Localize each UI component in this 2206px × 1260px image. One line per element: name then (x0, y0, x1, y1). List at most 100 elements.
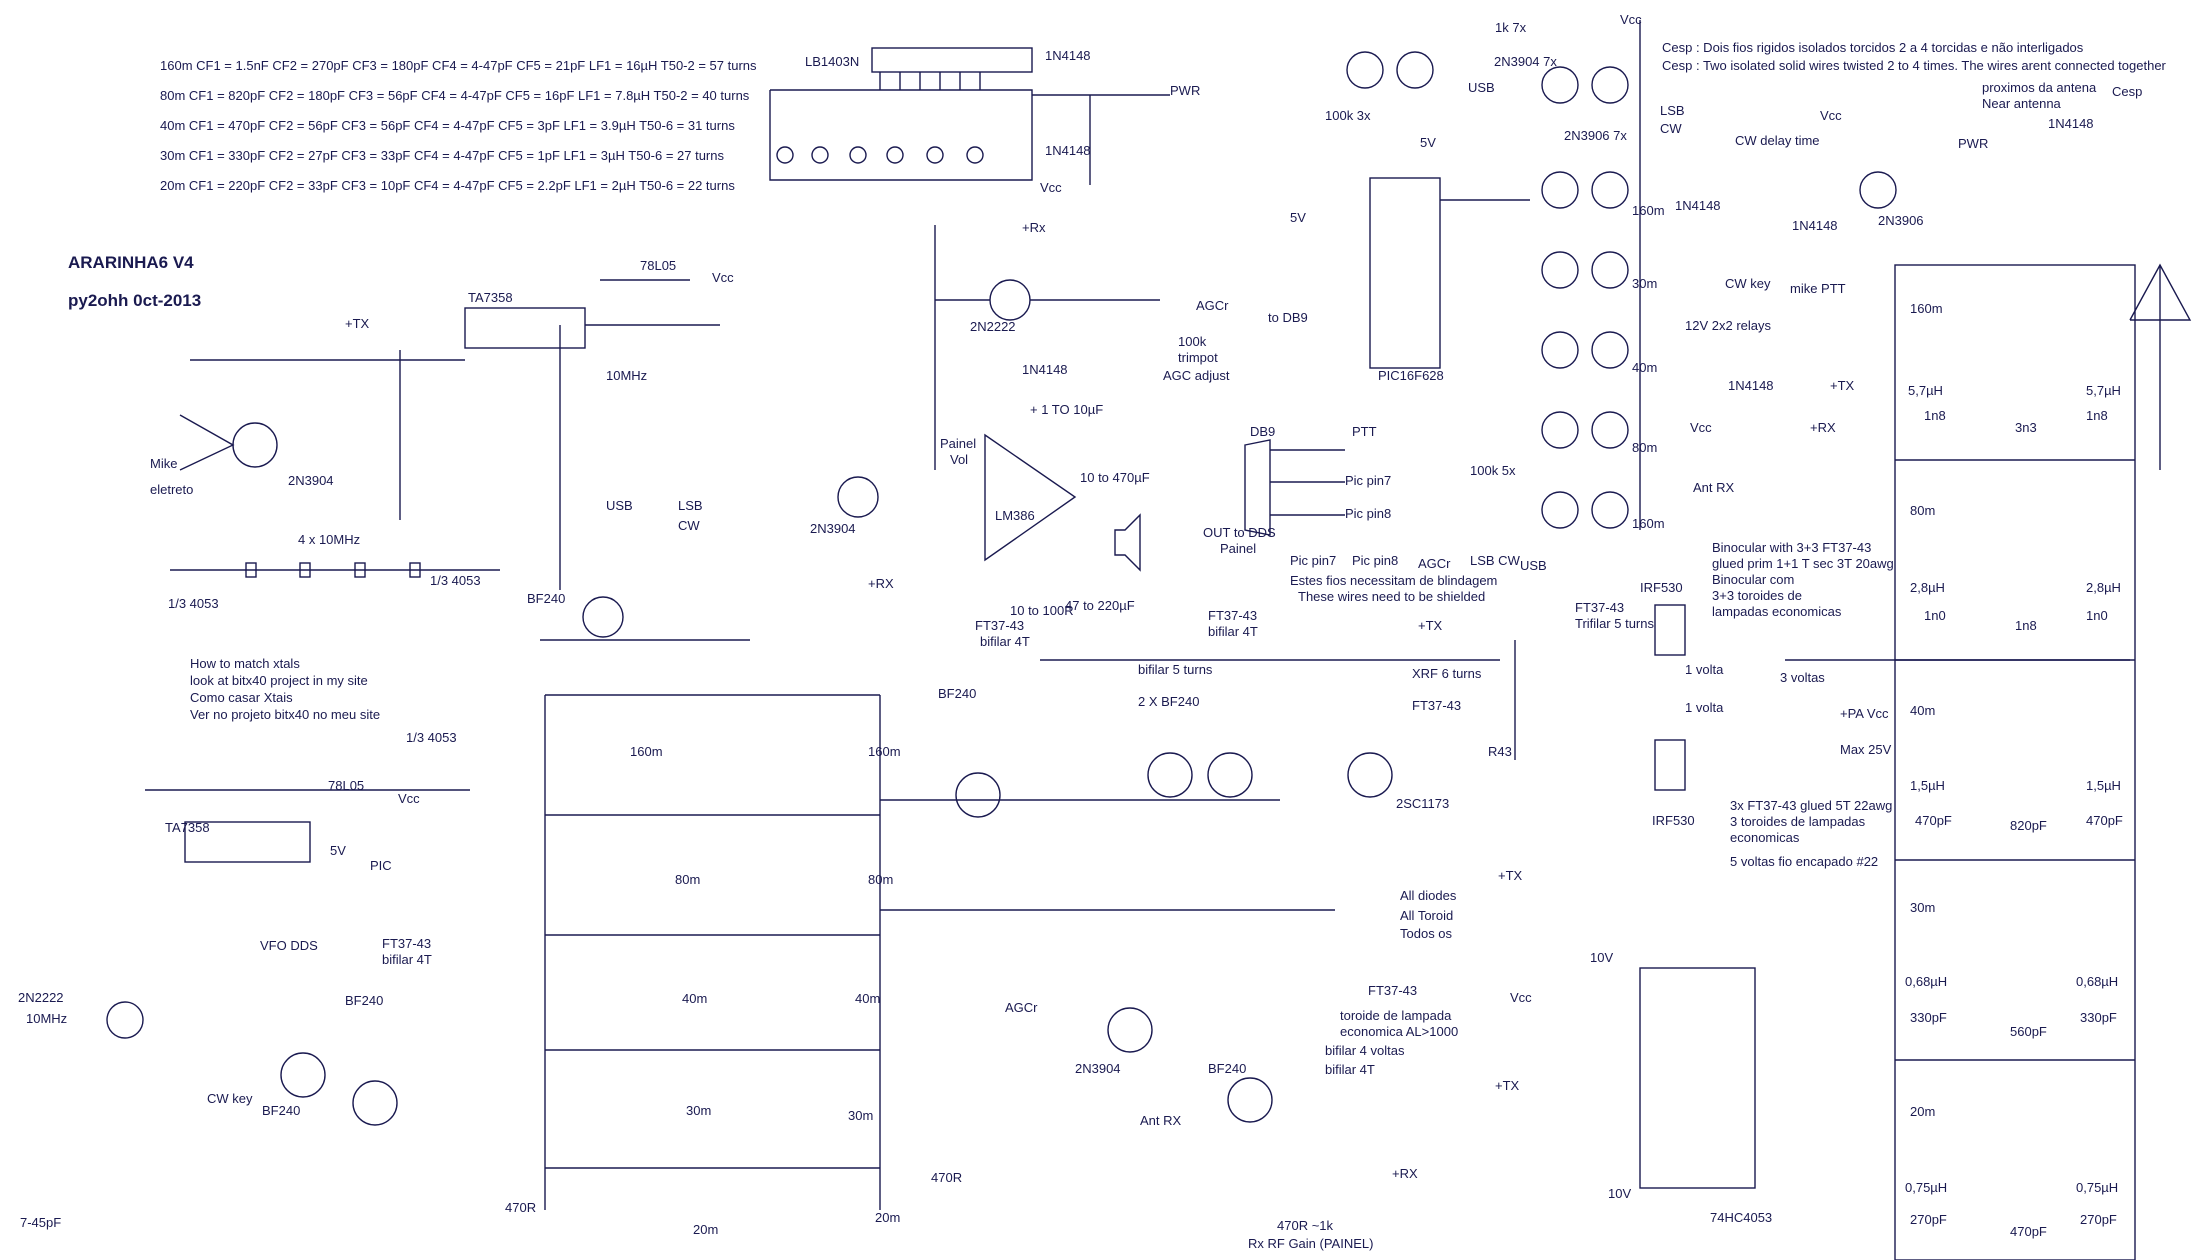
bottom-5v: 5V (330, 843, 346, 858)
mixer-bifilar: bifilar 4T (980, 634, 1030, 649)
rx-ft37: FT37-43 (1368, 983, 1417, 998)
lpf-20-c-left: 270pF (1910, 1212, 1947, 1227)
pic-vcc-label: Vcc (1620, 12, 1642, 27)
pic-cw-label: CW (1660, 121, 1682, 136)
tx-rx-switching: CW delay time Vcc 1N4148 1N4148 2N3906 C… (1675, 108, 2094, 495)
band-sel-40: 40m (1632, 360, 1657, 375)
audio-agc-section: +Rx 2N2222 1N4148 AGCr 100k trimpot AGC … (810, 220, 1230, 618)
lsb-osc-label: LSB (678, 498, 703, 513)
r43-label: R43 (1488, 744, 1512, 759)
lb1403n-label: LB1403N (805, 54, 859, 69)
lpf-80-c-mid: 1n8 (2015, 618, 2037, 633)
mux-74hc4053: 74HC4053 Vcc +TX 10V 10V (1495, 950, 1772, 1225)
xtal-note: How to match xtals look at bitx40 projec… (190, 656, 380, 722)
mux-label: 74HC4053 (1710, 1210, 1772, 1225)
lpf-40-c-right: 470pF (2086, 813, 2123, 828)
agc-adjust-3: AGC adjust (1163, 368, 1230, 383)
vol-label: Vol (950, 452, 968, 467)
eletreto-label: eletreto (150, 482, 193, 497)
ta7358-bottom-label: TA7358 (165, 820, 210, 835)
schematic-author: py2ohh 0ct-2013 (68, 291, 201, 310)
lm386-amp (984, 433, 1077, 562)
top-vcc-label: Vcc (712, 270, 734, 285)
rx-label-agc: +Rx (1022, 220, 1046, 235)
rx-toroid-4: bifilar 4T (1325, 1062, 1375, 1077)
vfo-2n2222: 2N2222 (18, 990, 64, 1005)
cw-key-label: CW key (1725, 276, 1771, 291)
bpf-switch-label: 1/3 4053 (406, 730, 457, 745)
shield-note-pt: Estes fios necessitam de blindagem (1290, 573, 1497, 588)
smeter-pwr-label: PWR (1170, 83, 1200, 98)
vfo-10mhz: 10MHz (26, 1011, 67, 1026)
osc-10mhz-label: 10MHz (606, 368, 647, 383)
pic-5v2-label: 5V (1290, 210, 1306, 225)
ta7358-modulator: TA7358 78L05 Vcc +TX Mike eletreto 2N390… (150, 258, 734, 520)
lpf-20-l-left: 0,75µH (1905, 1180, 1947, 1195)
filter-component-table: 160m CF1 = 1.5nF CF2 = 270pF CF3 = 180pF… (160, 58, 757, 193)
rx-agcr-label: AGCr (1005, 1000, 1038, 1015)
filter-row-40m: 40m CF1 = 470pF CF2 = 56pF CF3 = 56pF CF… (160, 118, 735, 133)
lm386-label: LM386 (995, 508, 1035, 523)
rx-toroid-3: bifilar 4 voltas (1325, 1043, 1405, 1058)
lpf-80-c-left: 1n0 (1924, 608, 1946, 623)
bpf-470r-left: 470R (505, 1200, 536, 1215)
lpf-30-label: 30m (1910, 900, 1935, 915)
vfo-bf240-label: BF240 (345, 993, 383, 1008)
lpf-160-c-left: 1n8 (1924, 408, 1946, 423)
out-dds-label-1: OUT to DDS (1203, 525, 1276, 540)
vfo-ft37: FT37-43 (382, 936, 431, 951)
power-amplifier: FT37-43 Trifilar 5 turns IRF530 IRF530 1… (1514, 540, 2130, 869)
bpf-160m: 160m 160m (545, 694, 901, 759)
vfo-section: TA7358 78L05 Vcc 5V PIC VFO DDS FT37-43 … (18, 778, 470, 1230)
filter-row-80m: 80m CF1 = 820pF CF2 = 180pF CF3 = 56pF C… (160, 88, 750, 103)
smeter-diode-label: 1N4148 (1045, 48, 1091, 63)
ant-rx-label: Ant RX (1693, 480, 1735, 495)
bpf-40-label: 40m (682, 991, 707, 1006)
rx-gain-1: 470R ~1k (1277, 1218, 1334, 1233)
ta7358-top-label: TA7358 (468, 290, 513, 305)
lpf-80-label: 80m (1910, 503, 1935, 518)
mike-label: Mike (150, 456, 177, 471)
bpf-30-out: 30m (848, 1108, 873, 1123)
pic-pin8-label: Pic pin8 (1345, 506, 1391, 521)
bottom-vcc: Vcc (398, 791, 420, 806)
bpf-470r-right: 470R (931, 1170, 962, 1185)
cw-delay-vcc: Vcc (1820, 108, 1842, 123)
vfo-cw-key: CW key (207, 1091, 253, 1106)
lpf-80-l-left: 2,8µH (1910, 580, 1945, 595)
crystal-count-label: 4 x 10MHz (298, 532, 360, 547)
agcr-lower: AGCr (1418, 556, 1451, 571)
bpf-40-out: 40m (855, 991, 880, 1006)
irf530-bottom: IRF530 (1652, 813, 1695, 828)
bifilar-5t-label: bifilar 5 turns (1138, 662, 1213, 677)
agc-transistor-label: 2N2222 (970, 319, 1016, 334)
relay-vcc: Vcc (1690, 420, 1712, 435)
n3904-7x-label: 2N3904 7x (1494, 54, 1557, 69)
note-near-antenna-en: Near antenna (1982, 96, 2062, 111)
speaker-icon (1114, 513, 1141, 572)
usb-osc-label: USB (606, 498, 633, 513)
filter-row-20m: 20m CF1 = 220pF CF2 = 33pF CF3 = 10pF CF… (160, 178, 735, 193)
pic-pin7-lower: Pic pin7 (1290, 553, 1336, 568)
smeter-vcc-label: Vcc (1040, 180, 1062, 195)
mux-vcc: Vcc (1510, 990, 1532, 1005)
cw-delay-diode: 1N4148 (1675, 198, 1721, 213)
usb-lower: USB (1520, 558, 1547, 573)
relay-rx: +RX (1810, 420, 1836, 435)
pa-ft37: FT37-43 (1575, 600, 1624, 615)
cw-delay-label: CW delay time (1735, 133, 1820, 148)
pic-pin7-label: Pic pin7 (1345, 473, 1391, 488)
band-sel-160: 160m (1632, 203, 1665, 218)
lpf-80-l-right: 2,8µH (2086, 580, 2121, 595)
driver-ft37: FT37-43 (1412, 698, 1461, 713)
pa-note-1: 3x FT37-43 glued 5T 22awg (1730, 798, 1892, 813)
bpf-160-out: 160m (868, 744, 901, 759)
filter-row-30m: 30m CF1 = 330pF CF2 = 27pF CF3 = 33pF CF… (160, 148, 724, 163)
pa-note-2: 3 toroides de lampadas (1730, 814, 1866, 829)
painel-label: Painel (940, 436, 976, 451)
cw-delay-tr: 2N3906 (1878, 213, 1924, 228)
top-pwr-label: PWR (1958, 136, 1988, 151)
two-bf240-label: 2 X BF240 (1138, 694, 1199, 709)
one-volta-a: 1 volta (1685, 662, 1724, 677)
